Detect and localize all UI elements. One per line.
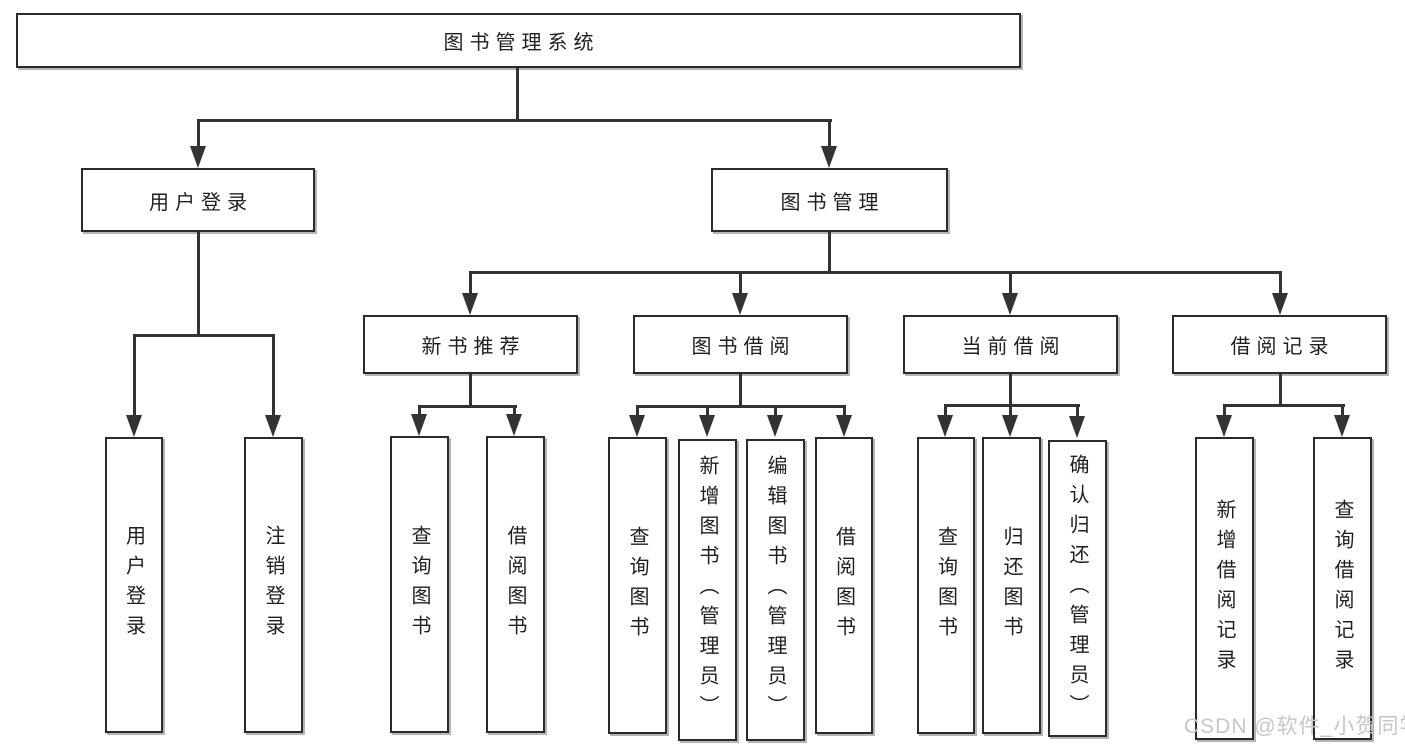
arrowhead-down-icon bbox=[699, 415, 715, 437]
connector-book-management-stub bbox=[828, 232, 831, 274]
leaf-logout: 注销登录 bbox=[244, 437, 303, 733]
node-root: 图书管理系统 bbox=[16, 13, 1021, 68]
arrowhead-down-icon bbox=[1334, 415, 1350, 437]
leaf-user-login-label: 用户登录 bbox=[122, 525, 145, 645]
node-book-borrow: 图书借阅 bbox=[633, 315, 848, 374]
leaf-add-books-admin-label: 新增图书（管理员） bbox=[696, 455, 718, 725]
node-book-management: 图书管理 bbox=[711, 168, 948, 232]
leaf-add-borrow-record: 新增借阅记录 bbox=[1195, 437, 1254, 740]
connector-stem bbox=[843, 405, 846, 417]
connector-borrow-records-stub bbox=[1279, 374, 1282, 406]
connector-stem-new-book-recommend bbox=[469, 271, 472, 295]
leaf-borrow-borrow-books-label: 借阅图书 bbox=[832, 525, 855, 646]
connector-stem bbox=[1223, 404, 1226, 417]
leaf-user-login: 用户登录 bbox=[105, 437, 163, 733]
node-book-borrow-label: 图书借阅 bbox=[691, 336, 796, 358]
node-root-label: 图书管理系统 bbox=[443, 32, 600, 54]
connector-stem-current-borrow bbox=[1009, 271, 1012, 295]
connector-stem-leaf-user-login bbox=[133, 334, 136, 416]
arrowhead-down-icon bbox=[126, 415, 142, 437]
connector-user-login-stub bbox=[197, 232, 200, 337]
connector-stem bbox=[513, 405, 516, 417]
arrowhead-down-icon bbox=[506, 414, 522, 436]
node-new-book-recommend-label: 新书推荐 bbox=[421, 336, 526, 358]
node-user-login: 用户登录 bbox=[81, 168, 315, 232]
arrowhead-down-icon bbox=[732, 293, 748, 315]
connector-new-book-recommend-split bbox=[418, 405, 517, 408]
arrowhead-down-icon bbox=[1216, 415, 1232, 437]
node-current-borrow: 当前借阅 bbox=[903, 315, 1118, 374]
connector-book-borrow-stub bbox=[739, 374, 742, 408]
connector-stem bbox=[774, 405, 777, 417]
leaf-add-books-admin: 新增图书（管理员） bbox=[678, 439, 737, 741]
connector-root-split bbox=[197, 119, 832, 122]
leaf-edit-books-admin-label: 编辑图书（管理员） bbox=[764, 455, 786, 725]
leaf-recommend-borrow-books-label: 借阅图书 bbox=[504, 524, 526, 645]
arrowhead-down-icon bbox=[1002, 415, 1018, 437]
leaf-return-books-label: 归还图书 bbox=[1000, 525, 1022, 646]
connector-user-login-split bbox=[133, 334, 275, 337]
arrowhead-down-icon bbox=[411, 414, 427, 436]
connector-stem-leaf-logout bbox=[272, 334, 275, 416]
leaf-query-borrow-record-label: 查询借阅记录 bbox=[1331, 498, 1353, 679]
node-new-book-recommend: 新书推荐 bbox=[363, 315, 578, 374]
arrowhead-down-icon bbox=[190, 146, 206, 168]
connector-book-borrow-split bbox=[636, 405, 845, 408]
node-borrow-records: 借阅记录 bbox=[1172, 315, 1387, 374]
node-current-borrow-label: 当前借阅 bbox=[961, 336, 1066, 358]
connector-root-stub bbox=[516, 68, 519, 122]
leaf-confirm-return-admin-label: 确认归还（管理员） bbox=[1066, 453, 1088, 724]
leaf-confirm-return-admin: 确认归还（管理员） bbox=[1048, 440, 1107, 737]
arrowhead-down-icon bbox=[462, 293, 478, 315]
connector-new-book-recommend-stub bbox=[469, 374, 472, 408]
arrowhead-down-icon bbox=[265, 415, 281, 437]
arrowhead-down-icon bbox=[629, 415, 645, 437]
arrowhead-down-icon bbox=[836, 415, 852, 437]
leaf-borrow-query-books: 查询图书 bbox=[608, 437, 667, 734]
leaf-recommend-borrow-books: 借阅图书 bbox=[486, 436, 545, 733]
connector-stem bbox=[1009, 404, 1012, 417]
connector-stem-book-borrow bbox=[739, 271, 742, 295]
arrowhead-down-icon bbox=[1002, 293, 1018, 315]
leaf-recommend-query-books-label: 查询图书 bbox=[408, 524, 430, 645]
connector-borrow-records-split bbox=[1223, 404, 1345, 407]
arrowhead-down-icon bbox=[937, 415, 953, 437]
node-user-login-label: 用户登录 bbox=[149, 191, 253, 214]
connector-stem bbox=[636, 405, 639, 417]
connector-current-borrow-stub bbox=[1009, 374, 1012, 406]
connector-stem-user-login bbox=[197, 119, 200, 147]
arrowhead-down-icon bbox=[1272, 293, 1288, 315]
node-borrow-records-label: 借阅记录 bbox=[1230, 336, 1335, 358]
arrowhead-down-icon bbox=[821, 146, 837, 168]
leaf-edit-books-admin: 编辑图书（管理员） bbox=[746, 439, 805, 741]
connector-level2-split bbox=[469, 271, 1282, 274]
leaf-add-borrow-record-label: 新增借阅记录 bbox=[1213, 498, 1235, 679]
connector-stem bbox=[944, 404, 947, 417]
leaf-query-borrow-record: 查询借阅记录 bbox=[1313, 437, 1372, 740]
connector-stem bbox=[418, 405, 421, 417]
arrowhead-down-icon bbox=[767, 415, 783, 437]
node-book-management-label: 图书管理 bbox=[780, 191, 885, 214]
arrowhead-down-icon bbox=[1069, 416, 1085, 438]
leaf-borrow-borrow-books: 借阅图书 bbox=[815, 437, 873, 734]
leaf-recommend-query-books: 查询图书 bbox=[390, 436, 449, 733]
connector-stem bbox=[706, 405, 709, 417]
connector-current-borrow-split bbox=[944, 404, 1080, 407]
csdn-watermark: CSDN @软件_小贺同学 bbox=[1184, 715, 1405, 738]
connector-stem bbox=[1076, 404, 1079, 417]
leaf-current-query-books-label: 查询图书 bbox=[934, 525, 957, 646]
leaf-logout-label: 注销登录 bbox=[262, 525, 284, 645]
leaf-return-books: 归还图书 bbox=[982, 437, 1041, 734]
leaf-borrow-query-books-label: 查询图书 bbox=[626, 525, 648, 646]
connector-stem bbox=[1341, 404, 1344, 417]
connector-stem-book-management bbox=[828, 119, 831, 147]
leaf-current-query-books: 查询图书 bbox=[917, 437, 975, 734]
connector-stem-borrow-records bbox=[1279, 271, 1282, 295]
